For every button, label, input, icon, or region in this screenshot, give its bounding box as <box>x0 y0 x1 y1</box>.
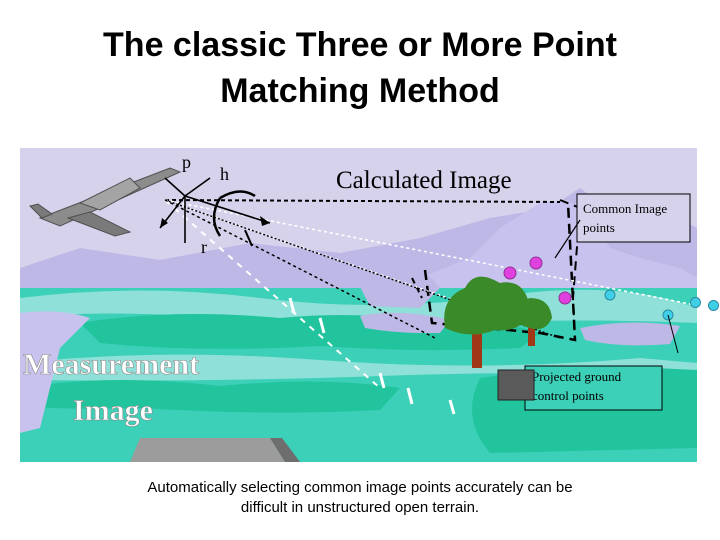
common-point-1 <box>503 266 517 280</box>
building-shadow <box>270 438 300 462</box>
airplane <box>29 167 182 237</box>
projected-point-outside-1 <box>690 297 701 308</box>
ground-tick-marks <box>288 297 456 415</box>
angle-r-label: r <box>201 237 207 257</box>
shallow-band-2 <box>20 354 697 381</box>
angle-p-label: p <box>182 152 191 172</box>
building-block <box>130 438 285 462</box>
calculated-image-label: Calculated Image <box>336 167 512 194</box>
projected-line-1: Projected ground <box>532 369 622 384</box>
attitude-axes <box>159 177 271 247</box>
common-points-line-2: points <box>583 220 615 235</box>
matching-diagram: p h r Calculated Image Common Image poin… <box>20 148 697 462</box>
title-line-1: The classic Three or More Point <box>103 26 617 64</box>
lavender-patch-1 <box>350 253 440 308</box>
projected-leader <box>667 314 679 354</box>
common-points-line-1: Common Image <box>583 201 667 216</box>
projected-point-outside-2 <box>708 300 719 311</box>
common-point-3 <box>558 291 572 305</box>
diagram-canvas: p h r Calculated Image Common Image poin… <box>20 148 697 462</box>
projection-frame-edge <box>559 199 582 341</box>
land-strip-2 <box>20 379 400 413</box>
trees <box>444 276 552 368</box>
measurement-line-2: Image <box>73 394 153 427</box>
ray-6 <box>164 199 436 339</box>
caption-line-1: Automatically selecting common image poi… <box>147 479 573 496</box>
common-points-box <box>576 193 691 243</box>
slide-caption: Automatically selecting common image poi… <box>60 478 660 518</box>
angle-h-label: h <box>220 164 229 184</box>
left-cliff <box>20 311 90 433</box>
caption-line-2: difficult in unstructured open terrain. <box>240 499 480 516</box>
common-point-2 <box>529 256 543 270</box>
lavender-patch-3 <box>580 322 680 346</box>
measurement-image-label: Measurement Image <box>23 348 200 428</box>
projected-points-box <box>524 365 663 411</box>
projected-line-2: control points <box>532 388 604 403</box>
title-line-2: Matching Method <box>220 72 500 110</box>
projected-point-1 <box>604 289 616 301</box>
measurement-line-1: Measurement <box>23 348 199 381</box>
ground-structure <box>497 369 535 401</box>
lavender-patch-2 <box>360 312 450 334</box>
common-points-leader <box>554 219 581 259</box>
slide-title: The classic Three or More Point Matching… <box>0 22 720 114</box>
ray-1 <box>164 199 561 203</box>
